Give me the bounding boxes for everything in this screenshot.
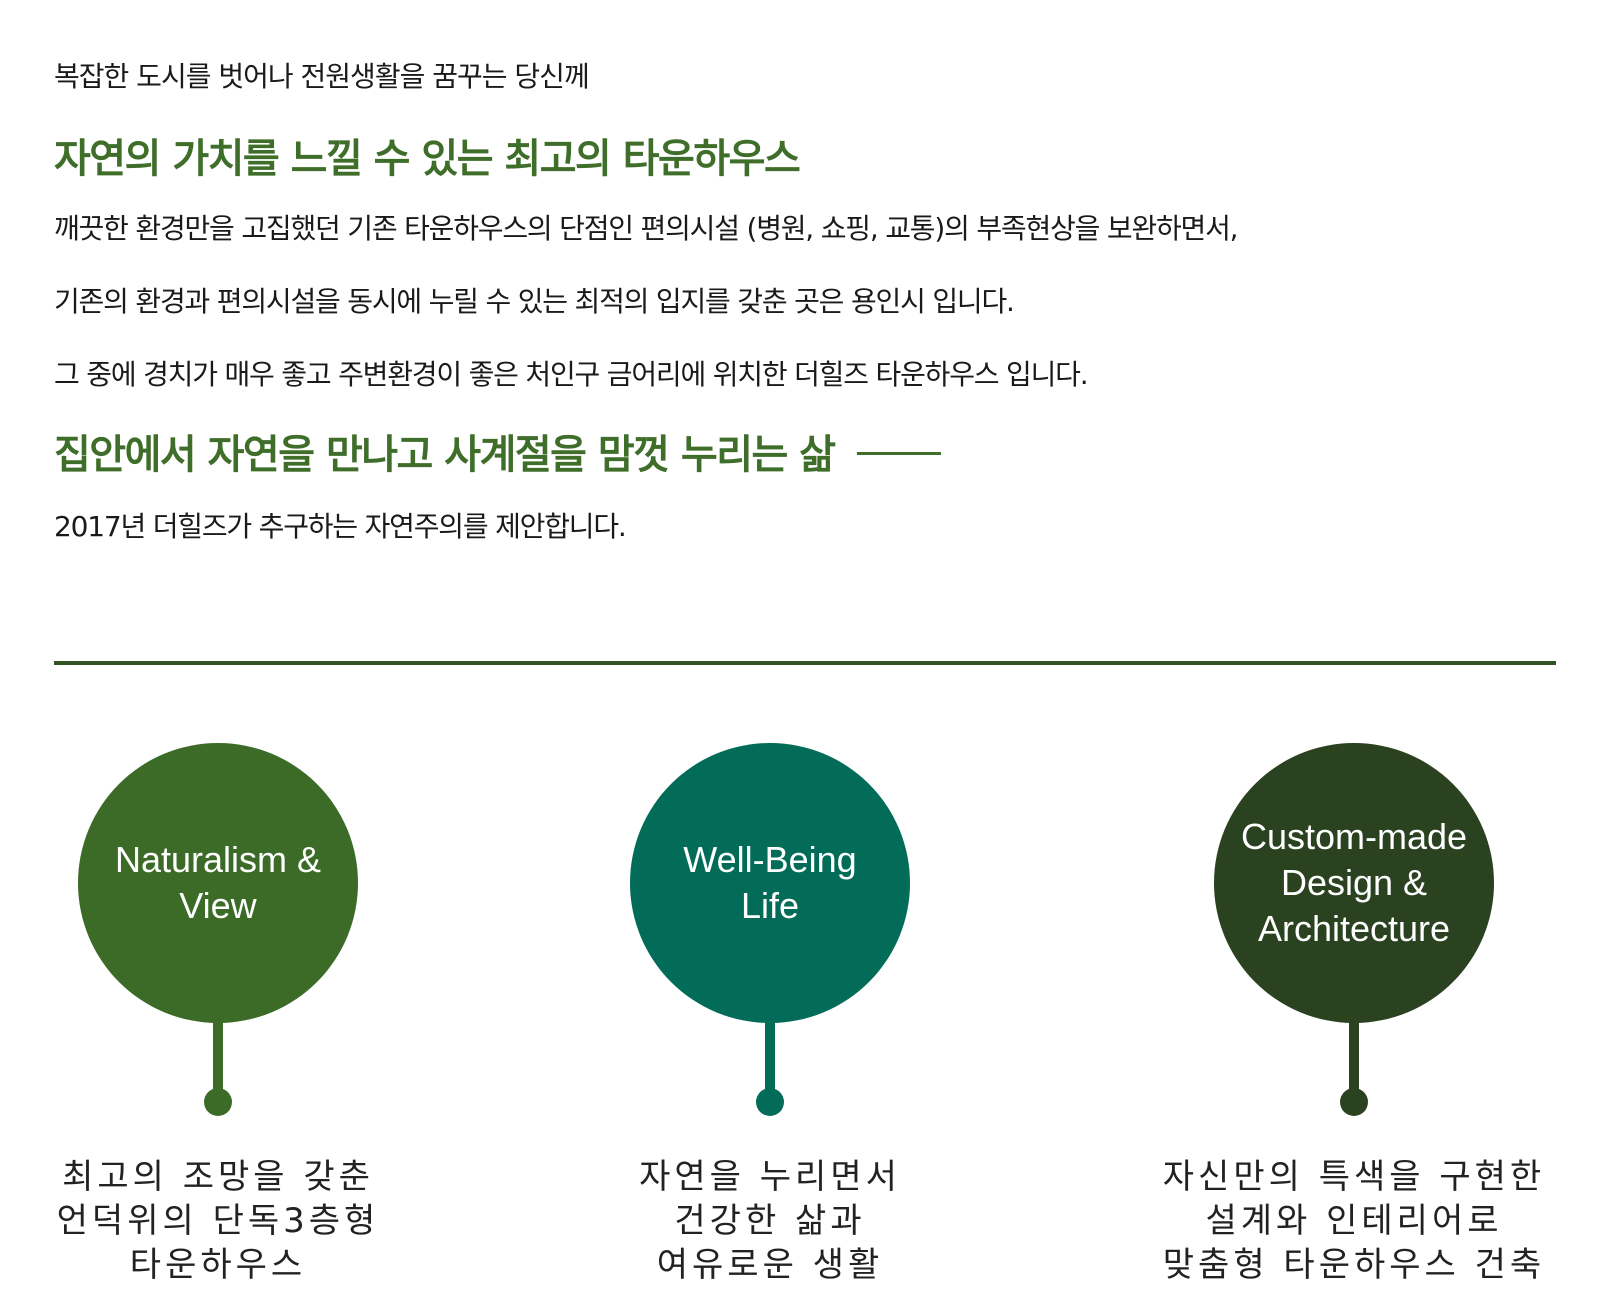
feature-stem bbox=[765, 1021, 775, 1093]
paragraph-line-1: 깨끗한 환경만을 고집했던 기존 타운하우스의 단점인 편의시설 (병원, 쇼핑… bbox=[54, 212, 1239, 245]
feature-caption: 자연을 누리면서 건강한 삶과 여유로운 생활 bbox=[639, 1157, 901, 1285]
closing-line: 2017년 더힐즈가 추구하는 자연주의를 제안합니다. bbox=[54, 510, 627, 543]
feature-title: Well-Being Life bbox=[683, 839, 857, 926]
section-divider bbox=[54, 661, 1556, 665]
feature-stem bbox=[213, 1021, 223, 1093]
paragraph-line-2: 기존의 환경과 편의시설을 동시에 누릴 수 있는 최적의 입지를 갖춘 곳은 … bbox=[54, 285, 1015, 318]
heading-dash-line bbox=[856, 451, 941, 455]
feature-dot bbox=[204, 1088, 232, 1116]
feature-caption: 자신만의 특색을 구현한 설계와 인테리어로 맞춤형 타운하우스 건축 bbox=[1162, 1157, 1546, 1285]
feature-dot bbox=[1340, 1088, 1368, 1116]
paragraph-line-3: 그 중에 경치가 매우 좋고 주변환경이 좋은 처인구 금어리에 위치한 더힐즈… bbox=[54, 358, 1089, 391]
feature-stem bbox=[1349, 1021, 1359, 1093]
intro-subtitle: 복잡한 도시를 벗어나 전원생활을 꿈꾸는 당신께 bbox=[54, 60, 590, 93]
main-heading: 자연의 가치를 느낄 수 있는 최고의 타운하우스 bbox=[54, 126, 801, 184]
feature-caption: 최고의 조망을 갖춘 언덕위의 단독3층형 타운하우스 bbox=[56, 1157, 380, 1285]
feature-title: Custom-made Design & Architecture bbox=[1240, 816, 1468, 949]
main-heading-text: 자연의 가치를 느낄 수 있는 최고의 타운하우스 bbox=[54, 136, 801, 182]
secondary-heading: 집안에서 자연을 만나고 사계절을 맘껏 누리는 삶 bbox=[54, 422, 941, 480]
feature-dot bbox=[756, 1088, 784, 1116]
feature-circle: Naturalism & View bbox=[78, 743, 358, 1023]
secondary-heading-text: 집안에서 자연을 만나고 사계절을 맘껏 누리는 삶 bbox=[54, 432, 836, 478]
feature-title: Naturalism & View bbox=[114, 839, 322, 926]
feature-circle: Custom-made Design & Architecture bbox=[1214, 743, 1494, 1023]
feature-circle: Well-Being Life bbox=[630, 743, 910, 1023]
